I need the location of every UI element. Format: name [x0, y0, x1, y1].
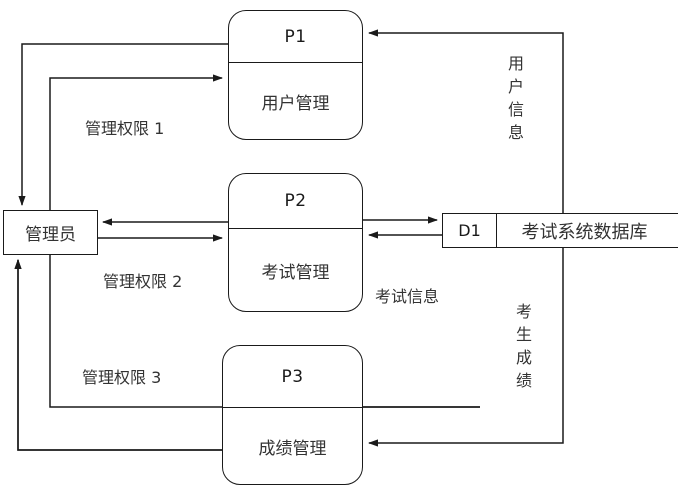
flow-label-exam-info: 考试信息: [375, 287, 440, 306]
flow-label-admin-rights-1: 管理权限 1: [85, 119, 165, 138]
flow-d1-to-p3: [368, 248, 564, 447]
flow-label-admin-rights-2: 管理权限 2: [103, 272, 183, 291]
process-p2-id: P2: [229, 174, 362, 229]
user-info-char-3: 信: [507, 100, 524, 119]
flow-d1-to-p1: [368, 29, 564, 213]
process-p3-id: P3: [223, 346, 362, 408]
flow-label-user-info: 用 户 信 息: [505, 52, 527, 144]
process-p3-name: 成绩管理: [258, 438, 327, 459]
data-store-d1-name: 考试系统数据库: [521, 221, 648, 243]
process-p3[interactable]: P3 成绩管理: [222, 345, 363, 485]
flow-label-admin-rights-3: 管理权限 3: [82, 368, 162, 387]
flow-p1-to-admin: [18, 43, 228, 206]
student-score-char-2: 生: [515, 325, 532, 344]
data-store-d1[interactable]: D1 考试系统数据库: [442, 213, 678, 248]
user-info-char-4: 息: [507, 123, 524, 142]
process-p1[interactable]: P1 用户管理: [228, 10, 363, 140]
flow-label-student-score: 考 生 成 绩: [513, 300, 535, 392]
user-info-char-1: 用: [507, 54, 524, 73]
student-score-char-1: 考: [515, 302, 532, 321]
process-p2[interactable]: P2 考试管理: [228, 173, 363, 312]
student-score-char-3: 成: [515, 348, 532, 367]
student-score-char-4: 绩: [515, 371, 532, 390]
data-store-d1-id: D1: [443, 214, 497, 247]
entity-admin-label: 管理员: [25, 225, 76, 245]
user-info-char-2: 户: [507, 77, 524, 96]
process-p1-id: P1: [229, 11, 362, 63]
process-p1-name: 用户管理: [261, 93, 330, 114]
external-entity-admin[interactable]: 管理员: [3, 210, 98, 255]
flow-p3-bottom-rail: [14, 259, 222, 451]
flow-admin-to-p3: [49, 255, 222, 408]
process-p2-name: 考试管理: [261, 262, 330, 283]
flow-admin-to-p1: [49, 74, 223, 210]
